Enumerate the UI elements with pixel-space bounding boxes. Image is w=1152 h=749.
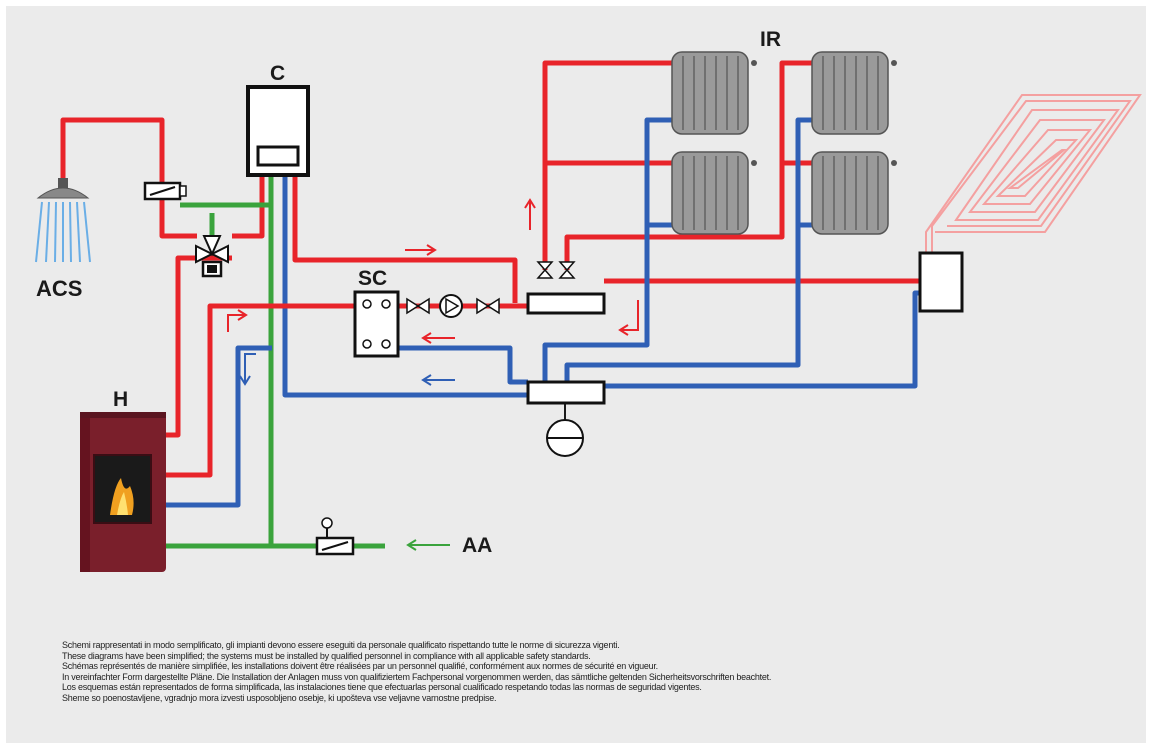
label-heat-exchanger: SC [358, 267, 387, 290]
shower-hot-pipe [60, 117, 197, 239]
arrow-bend-down-icon [239, 353, 256, 386]
arrow-right-icon [405, 244, 437, 256]
label-cold-water-inlet: AA [462, 534, 492, 557]
diagram-background [6, 6, 1146, 743]
radiator-supply-a [542, 60, 672, 270]
radiator-top-right [811, 51, 897, 135]
arrow-left-icon [406, 539, 450, 551]
exchanger-return-pipe [398, 345, 528, 385]
floor-heating-coil [925, 94, 1142, 255]
label-radiators: IR [760, 28, 781, 51]
expansion-tank-icon [546, 419, 584, 457]
valve-icon [476, 297, 500, 315]
check-valve-icon [406, 297, 430, 315]
return-manifold [526, 380, 606, 405]
stove-exchanger-flow-pipe [165, 303, 355, 478]
disclaimer-line-en: These diagrams have been simplified; the… [62, 650, 591, 661]
arrow-bend-down-left-icon [618, 300, 639, 336]
disclaimer-line-fr: Schémas représentés de manière simplifié… [62, 661, 658, 672]
heat-exchanger [353, 290, 400, 358]
flow-arrows [227, 198, 639, 551]
radiator-group [671, 51, 897, 235]
boiler-return-pipe [282, 175, 528, 398]
arrow-up-icon [524, 198, 536, 230]
disclaimer-line-it: Schemi rappresentati in modo semplificat… [62, 640, 620, 650]
radiator-return-b [564, 117, 812, 382]
floor-heating-manifold [918, 251, 964, 313]
label-hot-water: ACS [36, 276, 82, 301]
disclaimer-text: Schemi rappresentati in modo semplificat… [62, 640, 1062, 704]
flow-manifold [526, 292, 606, 315]
pressure-reducer-icon [315, 517, 355, 556]
floor-return-pipe [604, 290, 920, 389]
shower-head-icon [35, 178, 91, 263]
radiator-supply-b [564, 60, 812, 270]
arrow-left-icon [421, 332, 455, 344]
disclaimer-line-de: In vereinfachter Form dargestellte Pläne… [62, 671, 772, 682]
radiator-return-a [542, 117, 672, 382]
boiler-to-valve-pipe [232, 175, 265, 239]
pellet-stove [80, 412, 166, 572]
label-boiler: C [270, 62, 285, 85]
arrow-bend-right-icon [227, 309, 248, 332]
disclaimer-line-es: Los esquemas están representados de form… [62, 682, 702, 693]
stove-return-pipe [165, 345, 272, 508]
boiler-flow-pipe [292, 175, 518, 303]
arrow-left-icon [421, 374, 455, 386]
disclaimer-line-sl: Sheme so poenostavljene, vgradnjo mora i… [62, 692, 497, 703]
circulator-pump-icon [439, 294, 463, 318]
radiator-top-left [671, 51, 757, 135]
radiator-bottom-left [671, 151, 757, 235]
label-stove: H [113, 388, 128, 411]
boiler [246, 85, 310, 177]
mixing-valve-icon [195, 235, 229, 278]
radiator-bottom-right [811, 151, 897, 235]
flow-switch-icon [143, 181, 187, 201]
zone-valve-icon [536, 261, 576, 279]
